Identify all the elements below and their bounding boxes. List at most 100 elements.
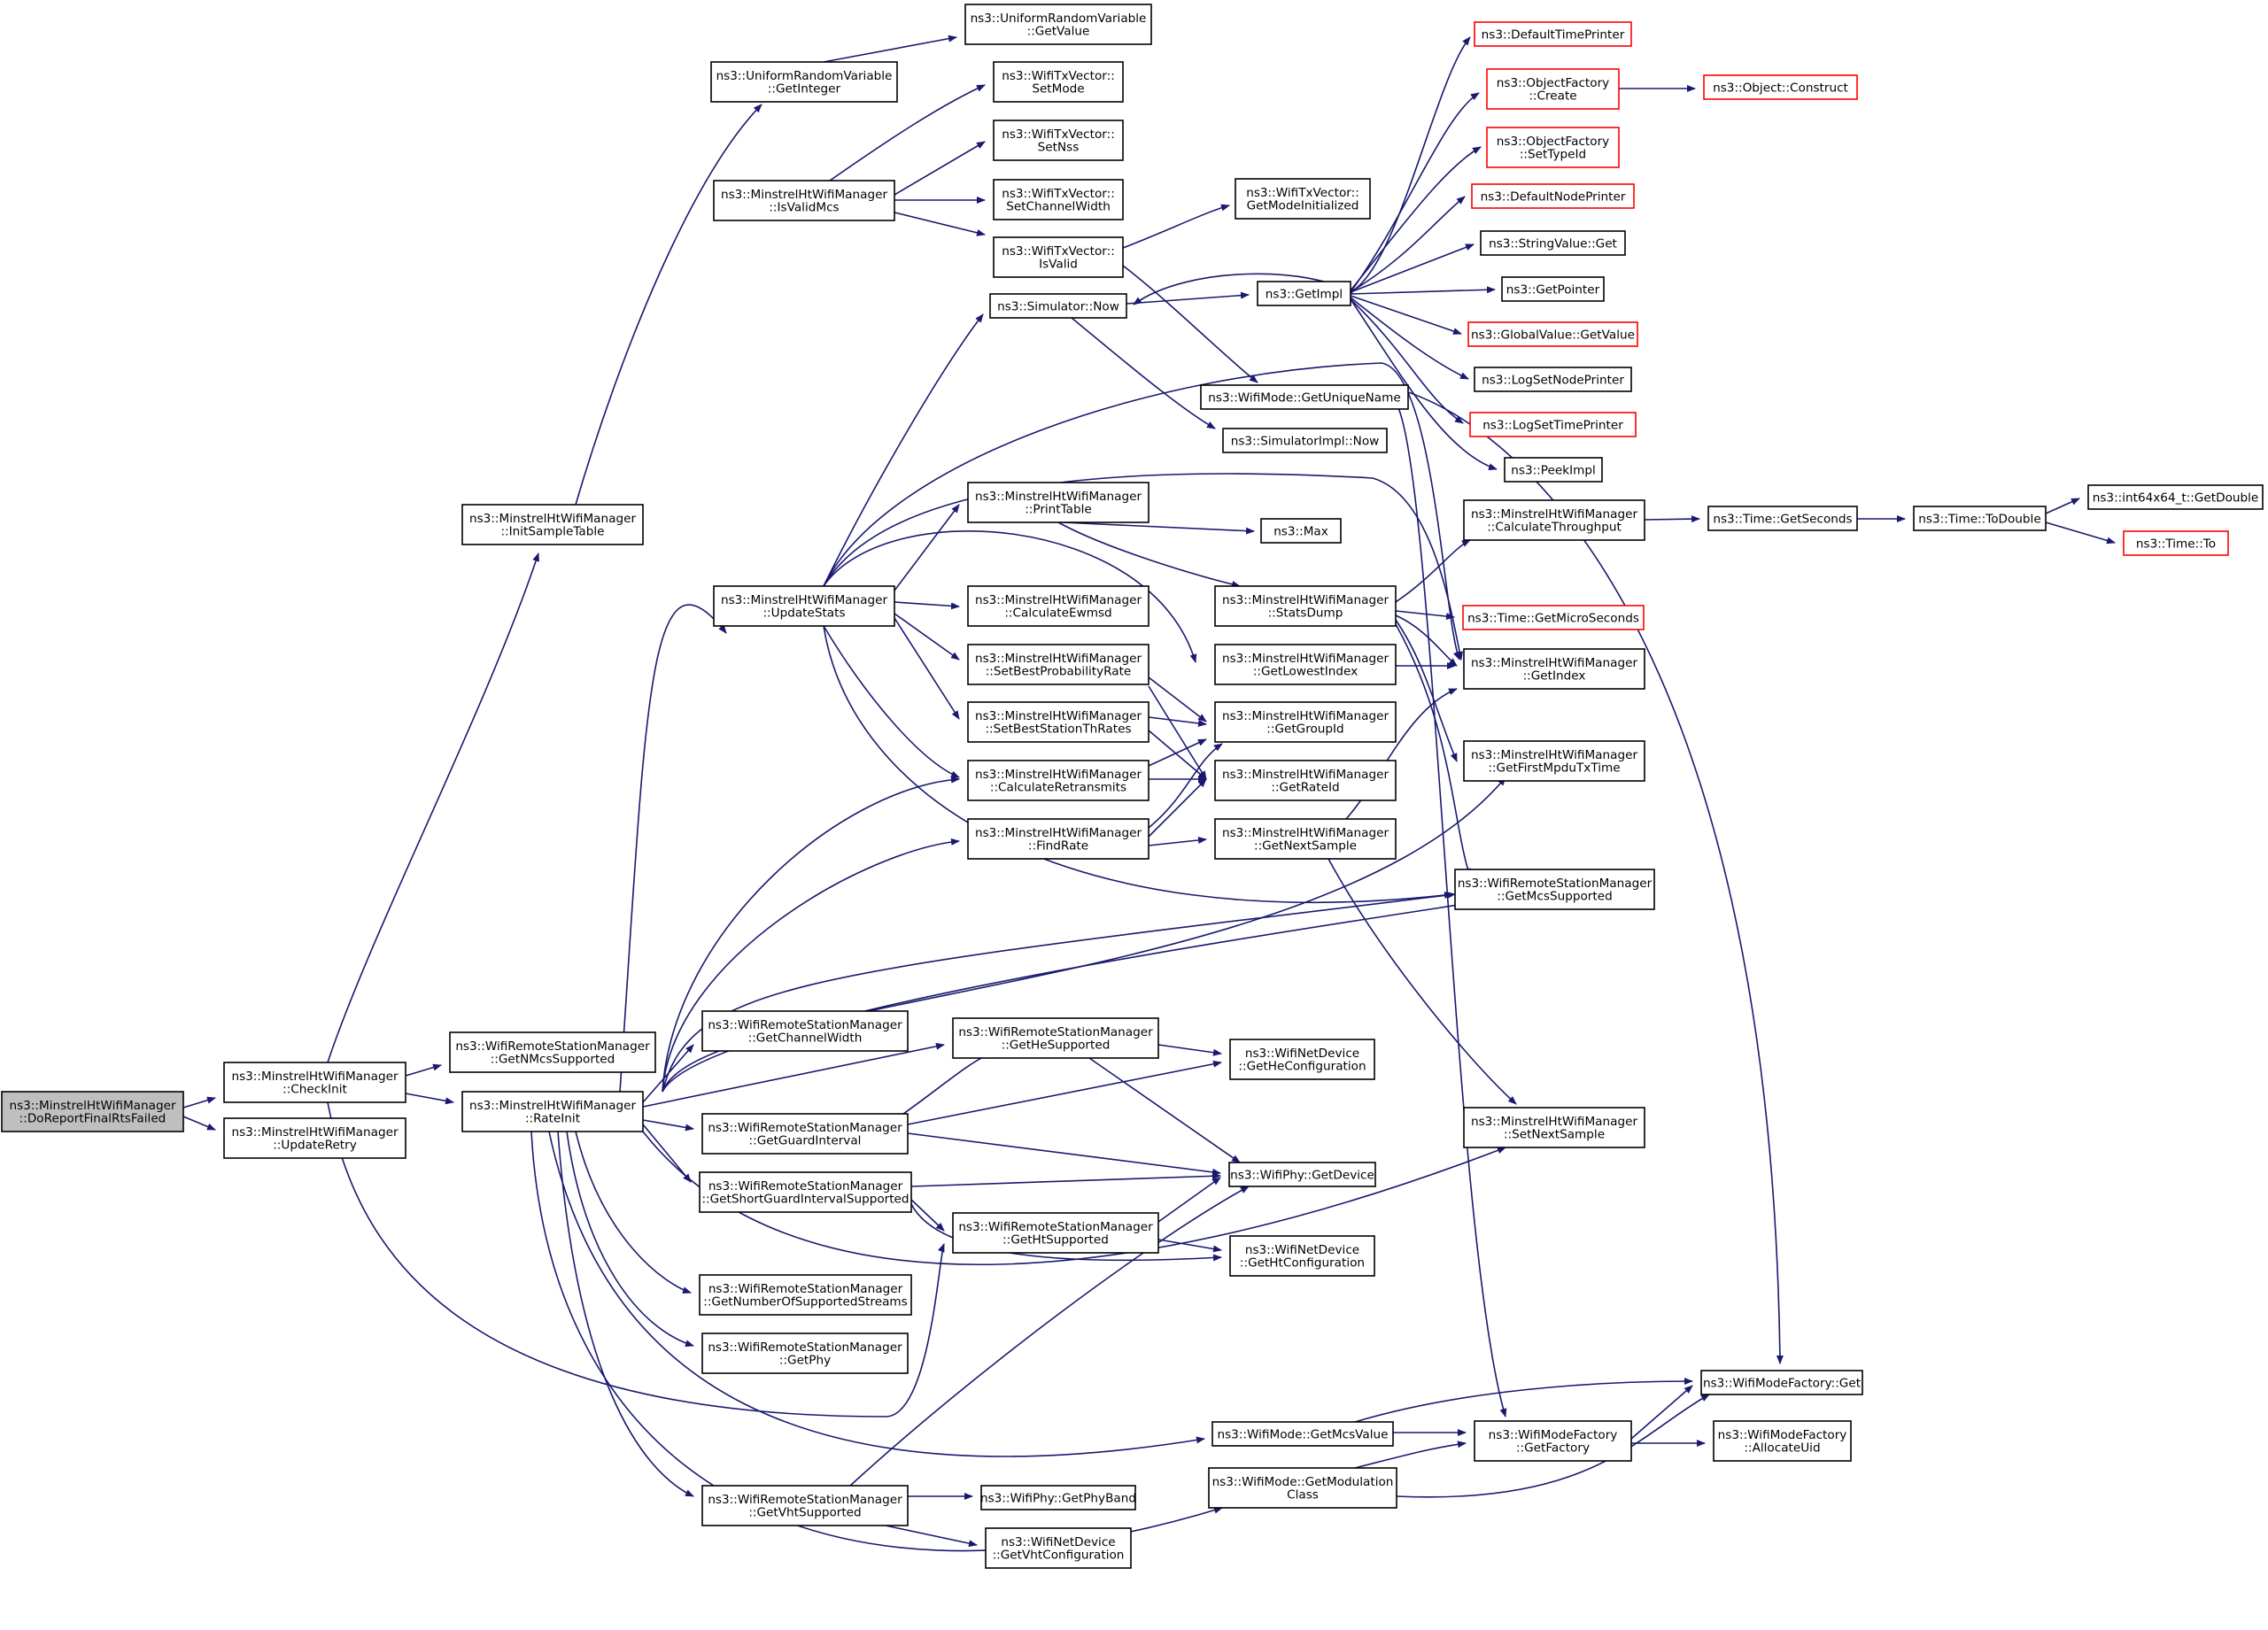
node-findrate[interactable]: ns3::MinstrelHtWifiManager::FindRate: [967, 818, 1149, 860]
node-root[interactable]: ns3::MinstrelHtWifiManager::DoReportFina…: [1, 1091, 184, 1132]
edge-70: [642, 1119, 694, 1132]
node-urv_getint[interactable]: ns3::UniformRandomVariable::GetInteger: [710, 61, 898, 103]
node-obj_construct[interactable]: ns3::Object::Construct: [1703, 74, 1858, 100]
node-txv_setnss[interactable]: ns3::WifiTxVector::SetNss: [993, 120, 1124, 161]
node-urv_getval[interactable]: ns3::UniformRandomVariable::GetValue: [964, 4, 1152, 45]
node-txv_setcw[interactable]: ns3::WifiTxVector::SetChannelWidth: [993, 179, 1124, 220]
node-label: ns3::Max: [1273, 524, 1328, 538]
node-getindex[interactable]: ns3::MinstrelHtWifiManager::GetIndex: [1463, 648, 1645, 690]
node-getvhtsupported[interactable]: ns3::WifiRemoteStationManager::GetVhtSup…: [701, 1485, 909, 1526]
node-time_todouble[interactable]: ns3::Time::ToDouble: [1913, 506, 2047, 531]
node-checkinit[interactable]: ns3::MinstrelHtWifiManager::CheckInit: [223, 1062, 406, 1103]
edge-19: [1350, 243, 1475, 293]
node-statsdump[interactable]: ns3::MinstrelHtWifiManager::StatsDump: [1214, 585, 1397, 627]
edge-65: [662, 892, 1456, 1093]
node-wmf_get[interactable]: ns3::WifiModeFactory::Get: [1700, 1370, 1863, 1395]
node-max[interactable]: ns3::Max: [1260, 518, 1342, 544]
node-deftimeprinter[interactable]: ns3::DefaultTimePrinter: [1474, 21, 1632, 47]
node-getlowest[interactable]: ns3::MinstrelHtWifiManager::GetLowestInd…: [1214, 644, 1397, 685]
node-label: ns3::MinstrelHtWifiManager: [721, 188, 887, 202]
node-objf_settypeid[interactable]: ns3::ObjectFactory::SetTypeId: [1486, 127, 1620, 168]
node-initsample[interactable]: ns3::MinstrelHtWifiManager::InitSampleTa…: [461, 504, 644, 545]
node-simimpl_now[interactable]: ns3::SimulatorImpl::Now: [1222, 428, 1388, 453]
node-getnextsample[interactable]: ns3::MinstrelHtWifiManager::GetNextSampl…: [1214, 818, 1397, 860]
node-getvhtconfig[interactable]: ns3::WifiNetDevice::GetVhtConfiguration: [985, 1527, 1132, 1569]
node-time_getmicro[interactable]: ns3::Time::GetMicroSeconds: [1462, 605, 1645, 630]
edge-68: [642, 1044, 694, 1103]
node-strval_get[interactable]: ns3::StringValue::Get: [1480, 230, 1626, 256]
node-getgroupid[interactable]: ns3::MinstrelHtWifiManager::GetGroupId: [1214, 701, 1397, 743]
node-getfirstmpdu[interactable]: ns3::MinstrelHtWifiManager::GetFirstMpdu…: [1463, 740, 1645, 782]
node-wmf_alloc[interactable]: ns3::WifiModeFactory::AllocateUid: [1713, 1420, 1852, 1462]
node-time_getsec[interactable]: ns3::Time::GetSeconds: [1707, 506, 1858, 531]
node-box: [1235, 178, 1371, 220]
node-peekimpl[interactable]: ns3::PeekImpl: [1504, 457, 1603, 483]
node-gethesupported[interactable]: ns3::WifiRemoteStationManager::GetHeSupp…: [952, 1017, 1159, 1059]
node-setbestprob[interactable]: ns3::MinstrelHtWifiManager::SetBestProba…: [967, 644, 1149, 685]
node-txv_getmodeinit[interactable]: ns3::WifiTxVector::GetModeInitialized: [1235, 178, 1371, 220]
node-printtable[interactable]: ns3::MinstrelHtWifiManager::PrintTable: [967, 482, 1149, 523]
node-box: [1257, 281, 1351, 306]
node-getnmcs[interactable]: ns3::WifiRemoteStationManager::GetNMcsSu…: [449, 1031, 656, 1073]
node-box: [952, 1212, 1159, 1254]
node-label: ns3::WifiMode::GetMcsValue: [1217, 1427, 1388, 1441]
node-box: [980, 1485, 1136, 1510]
node-gethtsupported[interactable]: ns3::WifiRemoteStationManager::GetHtSupp…: [952, 1212, 1159, 1254]
node-updatestats[interactable]: ns3::MinstrelHtWifiManager::UpdateStats: [713, 585, 895, 627]
node-calcretrans[interactable]: ns3::MinstrelHtWifiManager::CalculateRet…: [967, 760, 1149, 801]
node-defnodeprinter[interactable]: ns3::DefaultNodePrinter: [1471, 183, 1635, 209]
node-getphyband[interactable]: ns3::WifiPhy::GetPhyBand: [980, 1485, 1136, 1510]
node-gethtconfig[interactable]: ns3::WifiNetDevice::GetHtConfiguration: [1229, 1235, 1375, 1277]
node-sim_now[interactable]: ns3::Simulator::Now: [989, 293, 1127, 319]
node-label: ns3::MinstrelHtWifiManager: [231, 1070, 398, 1084]
node-isvalidmcs[interactable]: ns3::MinstrelHtWifiManager::IsValidMcs: [713, 180, 895, 221]
node-getsgisupported[interactable]: ns3::WifiRemoteStationManager::GetShortG…: [699, 1171, 912, 1213]
node-box: [1229, 1235, 1375, 1277]
node-logsetnode[interactable]: ns3::LogSetNodePrinter: [1474, 367, 1632, 392]
node-getrateid[interactable]: ns3::MinstrelHtWifiManager::GetRateId: [1214, 760, 1397, 801]
call-edge: [1350, 295, 1462, 335]
node-label: ::SetTypeId: [1520, 148, 1586, 162]
node-updateretry[interactable]: ns3::MinstrelHtWifiManager::UpdateRetry: [223, 1117, 406, 1159]
node-globval_get[interactable]: ns3::GlobalValue::GetValue: [1467, 321, 1638, 347]
node-label: ::PrintTable: [1025, 503, 1092, 517]
node-box: [1480, 230, 1626, 256]
node-box: [989, 293, 1127, 319]
call-edge: [823, 362, 1460, 660]
node-getmcsvalue[interactable]: ns3::WifiMode::GetMcsValue: [1211, 1421, 1394, 1447]
node-calcthroughput[interactable]: ns3::MinstrelHtWifiManager::CalculateThr…: [1463, 499, 1645, 541]
node-getimpl[interactable]: ns3::GetImpl: [1257, 281, 1351, 306]
call-edge: [1088, 1057, 1241, 1163]
node-label: ns3::Time::GetSeconds: [1713, 512, 1852, 526]
node-time_to[interactable]: ns3::Time::To: [2123, 530, 2229, 556]
node-setbeststation[interactable]: ns3::MinstrelHtWifiManager::SetBestStati…: [967, 701, 1149, 743]
node-getpointer[interactable]: ns3::GetPointer: [1501, 276, 1605, 302]
node-getheconfig[interactable]: ns3::WifiNetDevice::GetHeConfiguration: [1229, 1039, 1375, 1080]
node-txv_setmode[interactable]: ns3::WifiTxVector::SetMode: [993, 61, 1124, 103]
edge-29: [894, 504, 960, 591]
node-logsettime[interactable]: ns3::LogSetTimePrinter: [1469, 412, 1637, 437]
node-getuniquename[interactable]: ns3::WifiMode::GetUniqueName: [1200, 384, 1409, 410]
node-phy_getdevice[interactable]: ns3::WifiPhy::GetDevice: [1228, 1162, 1376, 1187]
node-calcewmsd[interactable]: ns3::MinstrelHtWifiManager::CalculateEwm…: [967, 585, 1149, 627]
node-setnextsample[interactable]: ns3::MinstrelHtWifiManager::SetNextSampl…: [1463, 1107, 1645, 1148]
call-edge: [662, 776, 1506, 1093]
node-txv_isvalid[interactable]: ns3::WifiTxVector::IsValid: [993, 236, 1124, 278]
node-int64_getdouble[interactable]: ns3::int64x64_t::GetDouble: [2087, 484, 2264, 510]
node-getguardint[interactable]: ns3::WifiRemoteStationManager::GetGuardI…: [701, 1113, 909, 1155]
edge-33: [823, 625, 960, 778]
call-edge: [1350, 92, 1480, 293]
node-rateinit[interactable]: ns3::MinstrelHtWifiManager::RateInit: [461, 1091, 644, 1132]
node-label: ::GetNMcsSupported: [491, 1053, 615, 1067]
node-getmcssupported[interactable]: ns3::WifiRemoteStationManager::GetMcsSup…: [1454, 869, 1655, 910]
node-label: ns3::MinstrelHtWifiManager: [1471, 656, 1637, 670]
node-label: ns3::MinstrelHtWifiManager: [1222, 652, 1389, 666]
node-objf_create[interactable]: ns3::ObjectFactory::Create: [1486, 68, 1620, 110]
node-getchannelwidth[interactable]: ns3::WifiRemoteStationManager::GetChanne…: [701, 1010, 909, 1052]
node-wmf_getfactory[interactable]: ns3::WifiModeFactory::GetFactory: [1474, 1420, 1632, 1462]
edge-15: [1350, 36, 1471, 293]
node-getnumstreams[interactable]: ns3::WifiRemoteStationManager::GetNumber…: [699, 1274, 912, 1316]
node-getphy[interactable]: ns3::WifiRemoteStationManager::GetPhy: [701, 1333, 909, 1374]
node-label: ::GetGroupId: [1266, 722, 1343, 737]
